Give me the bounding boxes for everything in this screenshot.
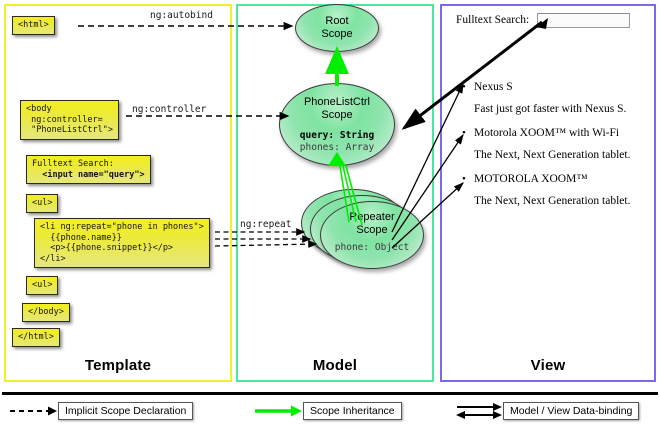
code-box-fulltext-search: Fulltext Search: <input name="query"> (26, 155, 151, 184)
code-box-html-open: <html> (12, 16, 55, 35)
view-search-input[interactable] (537, 13, 630, 28)
scope-root: Root Scope (295, 4, 379, 52)
legend-label-scope-inheritance: Scope Inheritance (303, 402, 402, 420)
panel-label-model: Model (312, 357, 358, 374)
panel-label-view: View (530, 357, 566, 374)
code-box-ul-open: <ul> (26, 194, 59, 213)
legend-item-implicit-scope-declaration: Implicit Scope Declaration (10, 400, 194, 422)
scope-phonelistctrl: PhoneListCtrl Scope query: String phones… (279, 83, 395, 166)
list-item: Motorola XOOM™ with Wi-Fi The Next, Next… (460, 122, 656, 166)
phone-name: Motorola XOOM™ with Wi-Fi (460, 122, 656, 144)
scope-prop-phone: phone: Object (334, 242, 410, 253)
panel-label-template: Template (84, 357, 152, 374)
legend: Implicit Scope Declaration Scope Inherit… (0, 400, 660, 435)
scope-repeater: Repeater Scope phone: Object (320, 201, 424, 269)
legend-label-model-view-data-binding: Model / View Data-binding (503, 402, 640, 420)
code-box-html-close: </html> (12, 328, 60, 347)
scope-phonelistctrl-title-2: Scope (321, 108, 353, 121)
phone-name: Nexus S (460, 76, 656, 98)
scope-root-title-2: Scope (321, 27, 353, 40)
scope-root-title-1: Root (325, 15, 349, 27)
phone-snippet: Fast just got faster with Nexus S. (474, 103, 627, 115)
scope-prop-phones: phones: Array (299, 141, 375, 153)
view-phone-list: Nexus S Fast just got faster with Nexus … (460, 76, 656, 214)
phone-snippet: The Next, Next Generation tablet. (474, 149, 631, 161)
phone-name: MOTOROLA XOOM™ (460, 168, 656, 190)
scope-phonelistctrl-title-1: PhoneListCtrl (303, 96, 371, 108)
wire-label-ng-repeat: ng:repeat (240, 219, 292, 230)
list-item: MOTOROLA XOOM™ The Next, Next Generation… (460, 168, 656, 212)
wire-label-ng-autobind: ng:autobind (150, 10, 213, 21)
code-box-ul-close: <ul> (26, 276, 59, 295)
list-item: Nexus S Fast just got faster with Nexus … (460, 76, 656, 120)
code-box-li-repeat: <li ng:repeat="phone in phones"> {{phone… (34, 218, 210, 268)
wire-label-ng-controller: ng:controller (132, 104, 207, 115)
code-box-body-open: <body ng:controller= "PhoneListCtrl"> (20, 100, 119, 140)
legend-divider (2, 392, 658, 395)
phone-snippet: The Next, Next Generation tablet. (474, 195, 631, 207)
dashed-arrow-icon (10, 406, 57, 416)
double-arrow-icon (456, 403, 502, 419)
scope-prop-query: query: String (299, 130, 375, 141)
legend-item-model-view-data-binding: Model / View Data-binding (455, 400, 640, 422)
legend-item-scope-inheritance: Scope Inheritance (255, 400, 402, 422)
legend-label-implicit-scope-declaration: Implicit Scope Declaration (58, 402, 194, 420)
scope-repeater-title-2: Scope (356, 223, 388, 236)
panel-template: Template (4, 4, 232, 382)
scope-repeater-title-1: Repeater (349, 211, 395, 223)
green-arrow-icon (255, 405, 302, 417)
code-box-body-close: </body> (22, 303, 70, 322)
view-search-label: Fulltext Search: (456, 14, 530, 26)
